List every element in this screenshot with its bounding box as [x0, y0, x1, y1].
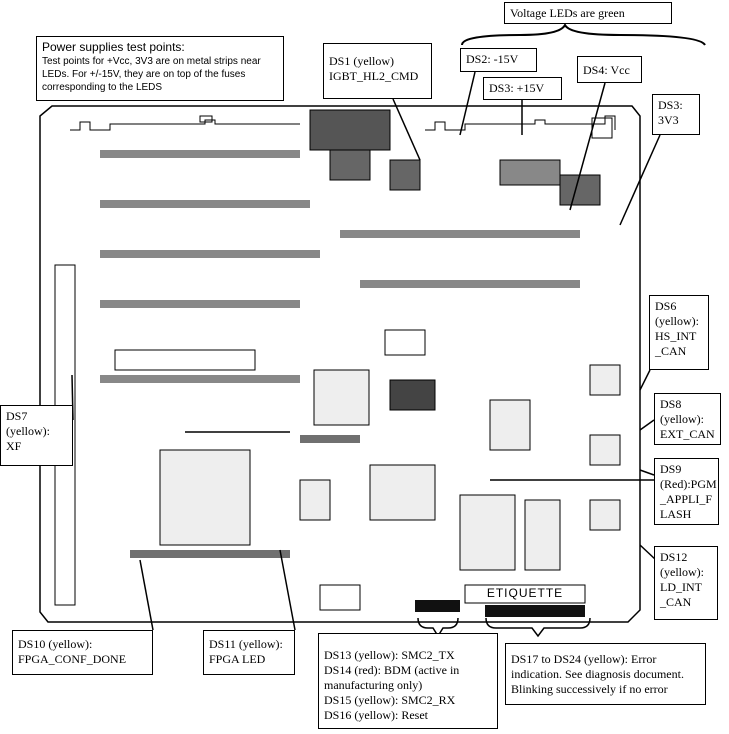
callout-ds8: DS8 (yellow): EXT_CAN	[654, 393, 721, 445]
callout-line: FPGA_CONF_DONE	[18, 652, 127, 666]
callout-ds13-16: DS13 (yellow): SMC2_TX DS14 (red): BDM (…	[318, 633, 498, 729]
power-note-heading: Power supplies test points:	[42, 40, 185, 54]
small-parts	[100, 150, 585, 617]
callout-line: _APPLI_F	[660, 492, 713, 506]
power-note-body: Test points for +Vcc, 3V3 are on metal s…	[42, 56, 261, 93]
voltage-leds-note: Voltage LEDs are green	[504, 2, 672, 24]
callout-line: LASH	[660, 507, 692, 521]
callout-line: DS15 (yellow): SMC2_RX	[324, 693, 456, 707]
callout-line: DS10 (yellow):	[18, 637, 93, 651]
callout-line: DS8	[660, 397, 682, 411]
callout-ds12: DS12 (yellow): LD_INT _CAN	[654, 546, 718, 620]
callout-ds10: DS10 (yellow): FPGA_CONF_DONE	[12, 630, 153, 675]
callout-line: DS1 (yellow)	[329, 54, 394, 68]
callout-line: DS13 (yellow): SMC2_TX	[324, 648, 455, 662]
callout-line: DS16 (yellow): Reset	[324, 708, 428, 722]
power-supplies-note: Power supplies test points: Test points …	[36, 36, 284, 101]
callout-line: (yellow):	[660, 412, 704, 426]
callout-line: (yellow):	[6, 424, 50, 438]
callout-line: DS6	[655, 299, 677, 313]
callout-line: LD_INT	[660, 580, 702, 594]
callout-ds6: DS6 (yellow): HS_INT _CAN	[649, 295, 709, 370]
callout-line: DS17 to DS24 (yellow): Error	[511, 652, 657, 666]
callout-line: (yellow):	[655, 314, 699, 328]
brace-voltage	[461, 22, 706, 46]
callout-ds17-24: DS17 to DS24 (yellow): Error indication.…	[505, 643, 706, 705]
callout-line: HS_INT	[655, 329, 697, 343]
brace-ds17	[485, 617, 591, 638]
top-connector-left	[70, 109, 391, 151]
callout-line: DS3:	[658, 98, 683, 112]
callout-ds3-15v: DS3: +15V	[483, 77, 562, 100]
callout-ds7: DS7 (yellow): XF	[0, 405, 73, 466]
components	[54, 149, 621, 611]
callout-ds11: DS11 (yellow): FPGA LED	[203, 630, 295, 675]
callout-line: IGBT_HL2_CMD	[329, 69, 419, 83]
callout-line: DS14 (red): BDM (active in	[324, 663, 460, 677]
callout-line: _CAN	[660, 595, 692, 609]
callout-line: _CAN	[655, 344, 687, 358]
callout-line: DS9	[660, 462, 682, 476]
callout-ds9: DS9 (Red):PGM _APPLI_F LASH	[654, 458, 719, 525]
callout-line: DS12	[660, 550, 688, 564]
leader-lines	[71, 71, 661, 631]
callout-line: XF	[6, 439, 22, 453]
callout-ds1: DS1 (yellow) IGBT_HL2_CMD	[323, 43, 432, 99]
etiquette-label-area	[464, 584, 586, 604]
callout-ds2: DS2: -15V	[460, 48, 537, 72]
callout-line: EXT_CAN	[660, 427, 715, 441]
callout-line: Blinking successively if no error	[511, 682, 668, 696]
callout-line: DS11 (yellow):	[209, 637, 283, 651]
callout-ds4: DS4: Vcc	[577, 56, 642, 83]
callout-line: 3V3	[658, 113, 679, 127]
callout-ds3-3v3: DS3: 3V3	[652, 94, 700, 135]
callout-line: DS7	[6, 409, 28, 423]
callout-line: (yellow):	[660, 565, 704, 579]
etiquette-label: ETIQUETTE	[486, 586, 564, 600]
callout-line: (Red):PGM	[660, 477, 717, 491]
callout-line: FPGA LED	[209, 652, 266, 666]
callout-line: indication. See diagnosis document.	[511, 667, 684, 681]
callout-line: manufacturing only)	[324, 678, 423, 692]
